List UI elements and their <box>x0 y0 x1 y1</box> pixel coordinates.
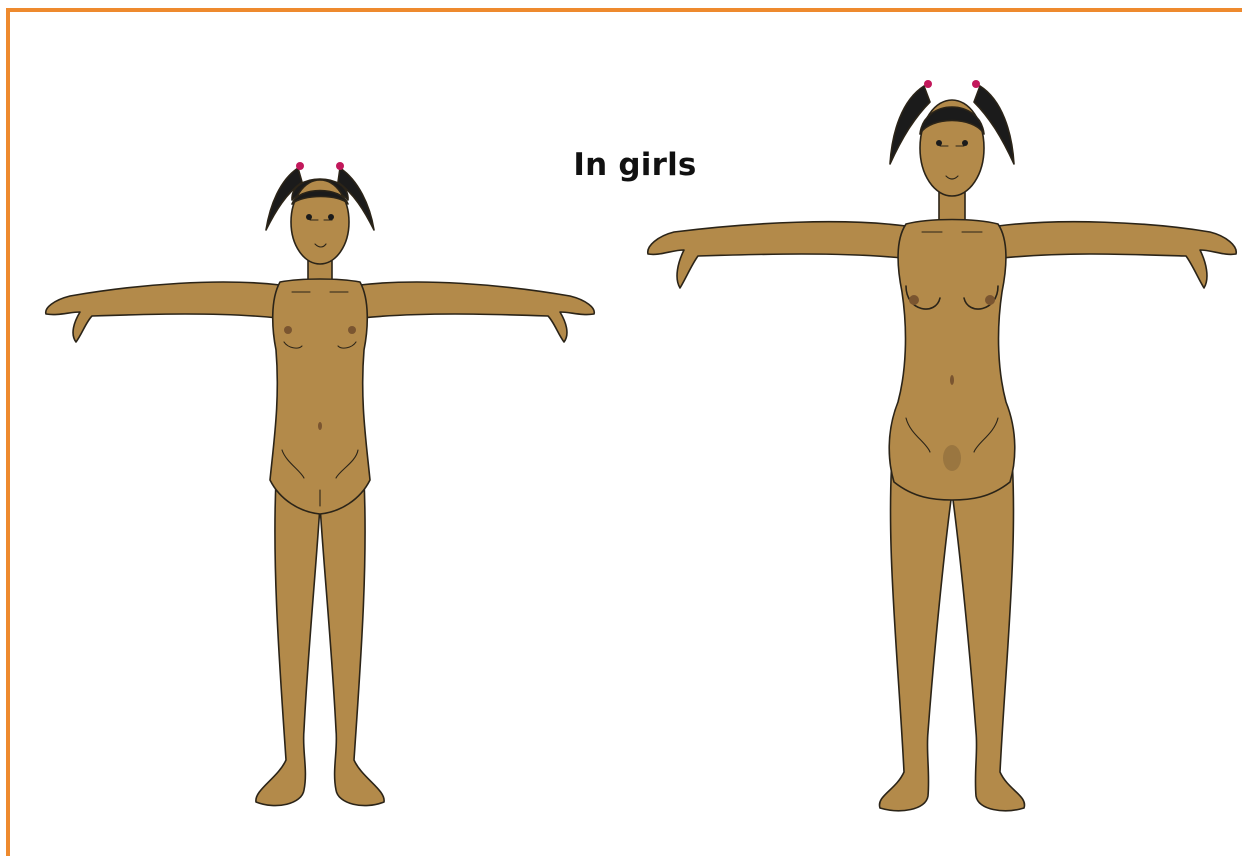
left-arm <box>46 282 280 342</box>
right-arm <box>998 222 1236 288</box>
navel <box>318 422 322 430</box>
navel <box>950 375 954 385</box>
pubic-hair <box>943 445 961 471</box>
right-hair-tie <box>972 80 980 88</box>
girl-before-puberty-figure <box>40 150 600 820</box>
right-nipple <box>985 295 995 305</box>
panel-border-left <box>6 8 10 856</box>
panel-border-top <box>6 8 1242 12</box>
right-hair-tie <box>336 162 344 170</box>
right-leg <box>320 480 384 806</box>
right-arm <box>360 282 594 342</box>
left-arm <box>648 222 906 288</box>
left-hair-tie <box>296 162 304 170</box>
left-hair-tie <box>924 80 932 88</box>
girl-after-puberty-figure <box>644 72 1242 820</box>
left-nipple <box>909 295 919 305</box>
left-nipple <box>284 326 292 334</box>
left-leg <box>256 480 320 806</box>
right-nipple <box>348 326 356 334</box>
torso <box>270 279 370 514</box>
